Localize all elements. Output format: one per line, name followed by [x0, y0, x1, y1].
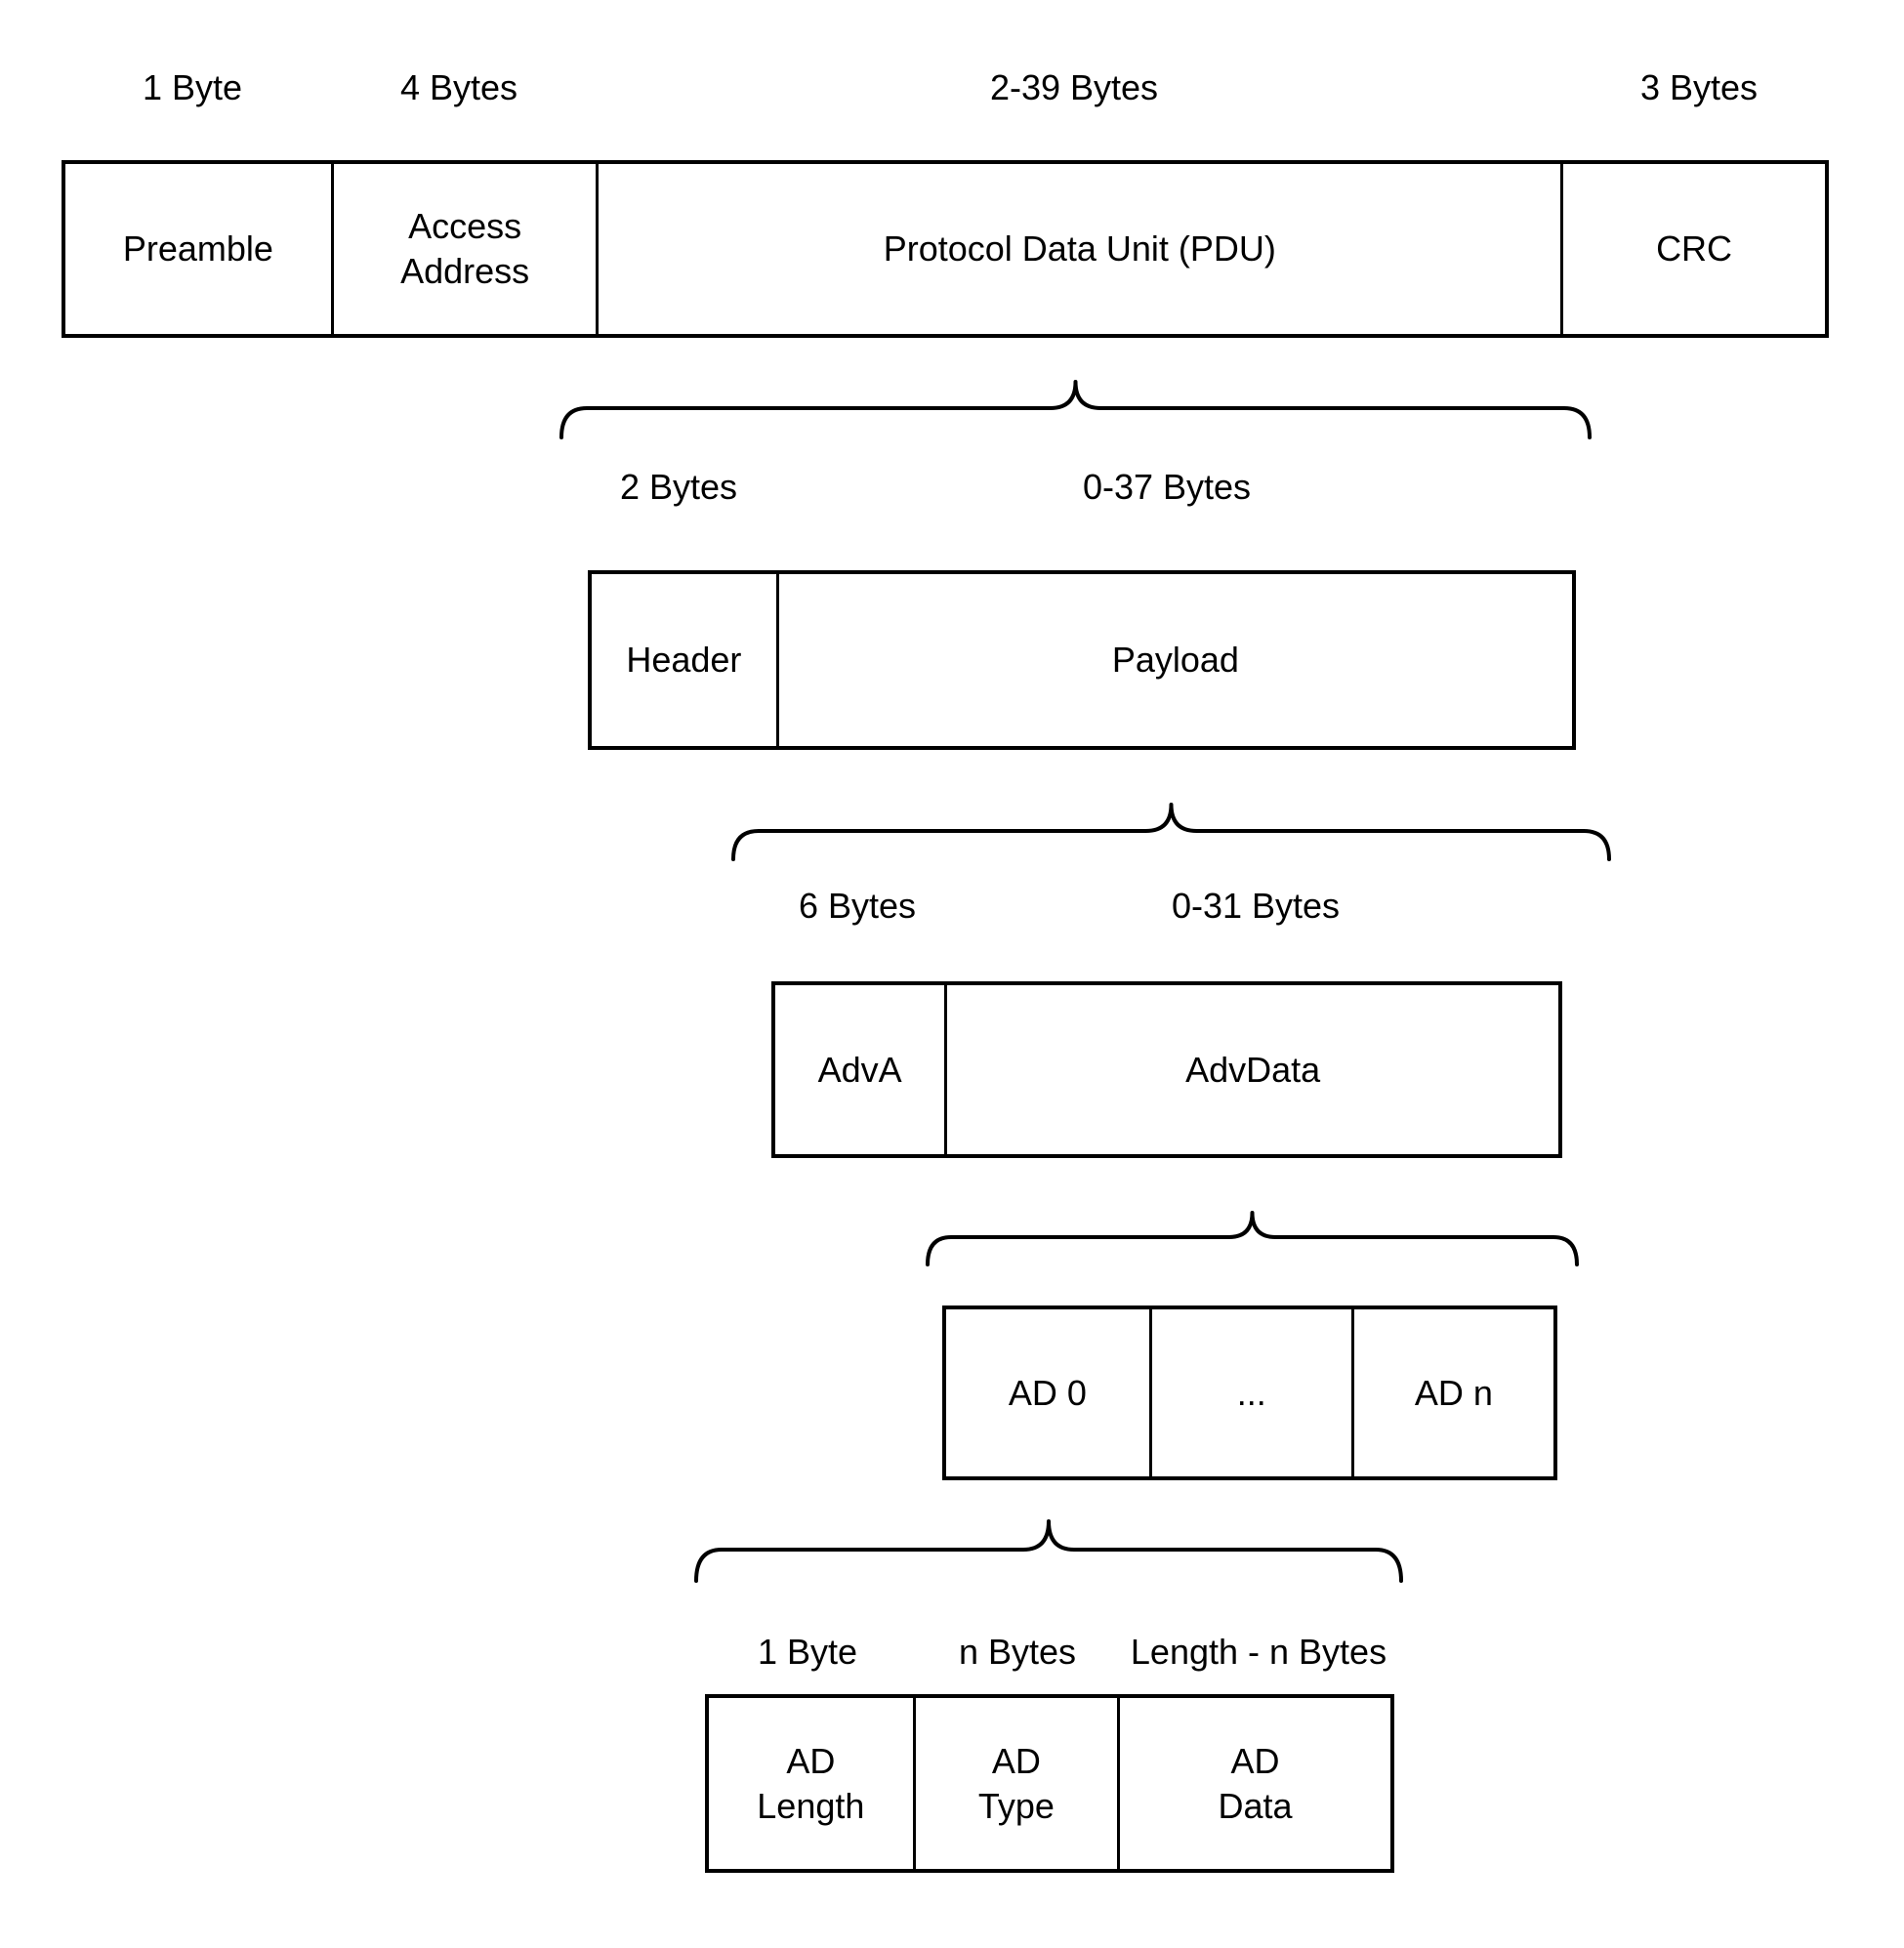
box-ad-type: AD Type — [912, 1698, 1117, 1869]
pdu-expansion-brace — [559, 380, 1592, 439]
box-preamble: Preamble — [122, 228, 273, 269]
box-access-address: Access Address — [330, 164, 597, 334]
size-label-adva: 6 Bytes — [798, 886, 917, 926]
size-label-header: 2 Bytes — [619, 467, 738, 507]
box-ad-n: AD n — [1350, 1309, 1553, 1476]
box-ad-length: AD Length — [757, 1740, 865, 1826]
size-label-ad-type: n Bytes — [958, 1632, 1077, 1672]
size-label-pdu: 2-39 Bytes — [989, 67, 1159, 107]
size-label-ad-length: 1 Byte — [757, 1632, 858, 1672]
box-payload: Payload — [775, 574, 1572, 746]
payload-expansion-row: AdvA AdvData — [771, 981, 1562, 1158]
size-label-advdata: 0-31 Bytes — [1171, 886, 1341, 926]
box-pdu: Protocol Data Unit (PDU) — [596, 164, 1560, 334]
packet-row: Preamble Access Address Protocol Data Un… — [62, 160, 1829, 338]
size-label-preamble: 1 Byte — [142, 67, 243, 107]
box-ad-ellipsis: ... — [1148, 1309, 1351, 1476]
size-label-ad-data: Length - n Bytes — [1130, 1632, 1387, 1672]
box-adva: AdvA — [817, 1049, 902, 1090]
box-ad-data: AD Data — [1117, 1698, 1390, 1869]
advdata-expansion-row: AD 0 ... AD n — [942, 1306, 1557, 1480]
box-crc: CRC — [1560, 164, 1825, 334]
size-label-access-address: 4 Bytes — [399, 67, 518, 107]
box-ad-0: AD 0 — [1008, 1372, 1087, 1413]
box-header: Header — [626, 640, 742, 680]
payload-expansion-brace — [731, 803, 1611, 861]
ad-structure-brace — [694, 1519, 1403, 1583]
size-label-payload: 0-37 Bytes — [1082, 467, 1252, 507]
size-label-crc: 3 Bytes — [1639, 67, 1759, 107]
ad-structure-row: AD Length AD Type AD Data — [705, 1694, 1394, 1873]
box-advdata: AdvData — [944, 985, 1558, 1154]
advdata-expansion-brace — [926, 1211, 1579, 1266]
pdu-expansion-row: Header Payload — [588, 570, 1576, 750]
